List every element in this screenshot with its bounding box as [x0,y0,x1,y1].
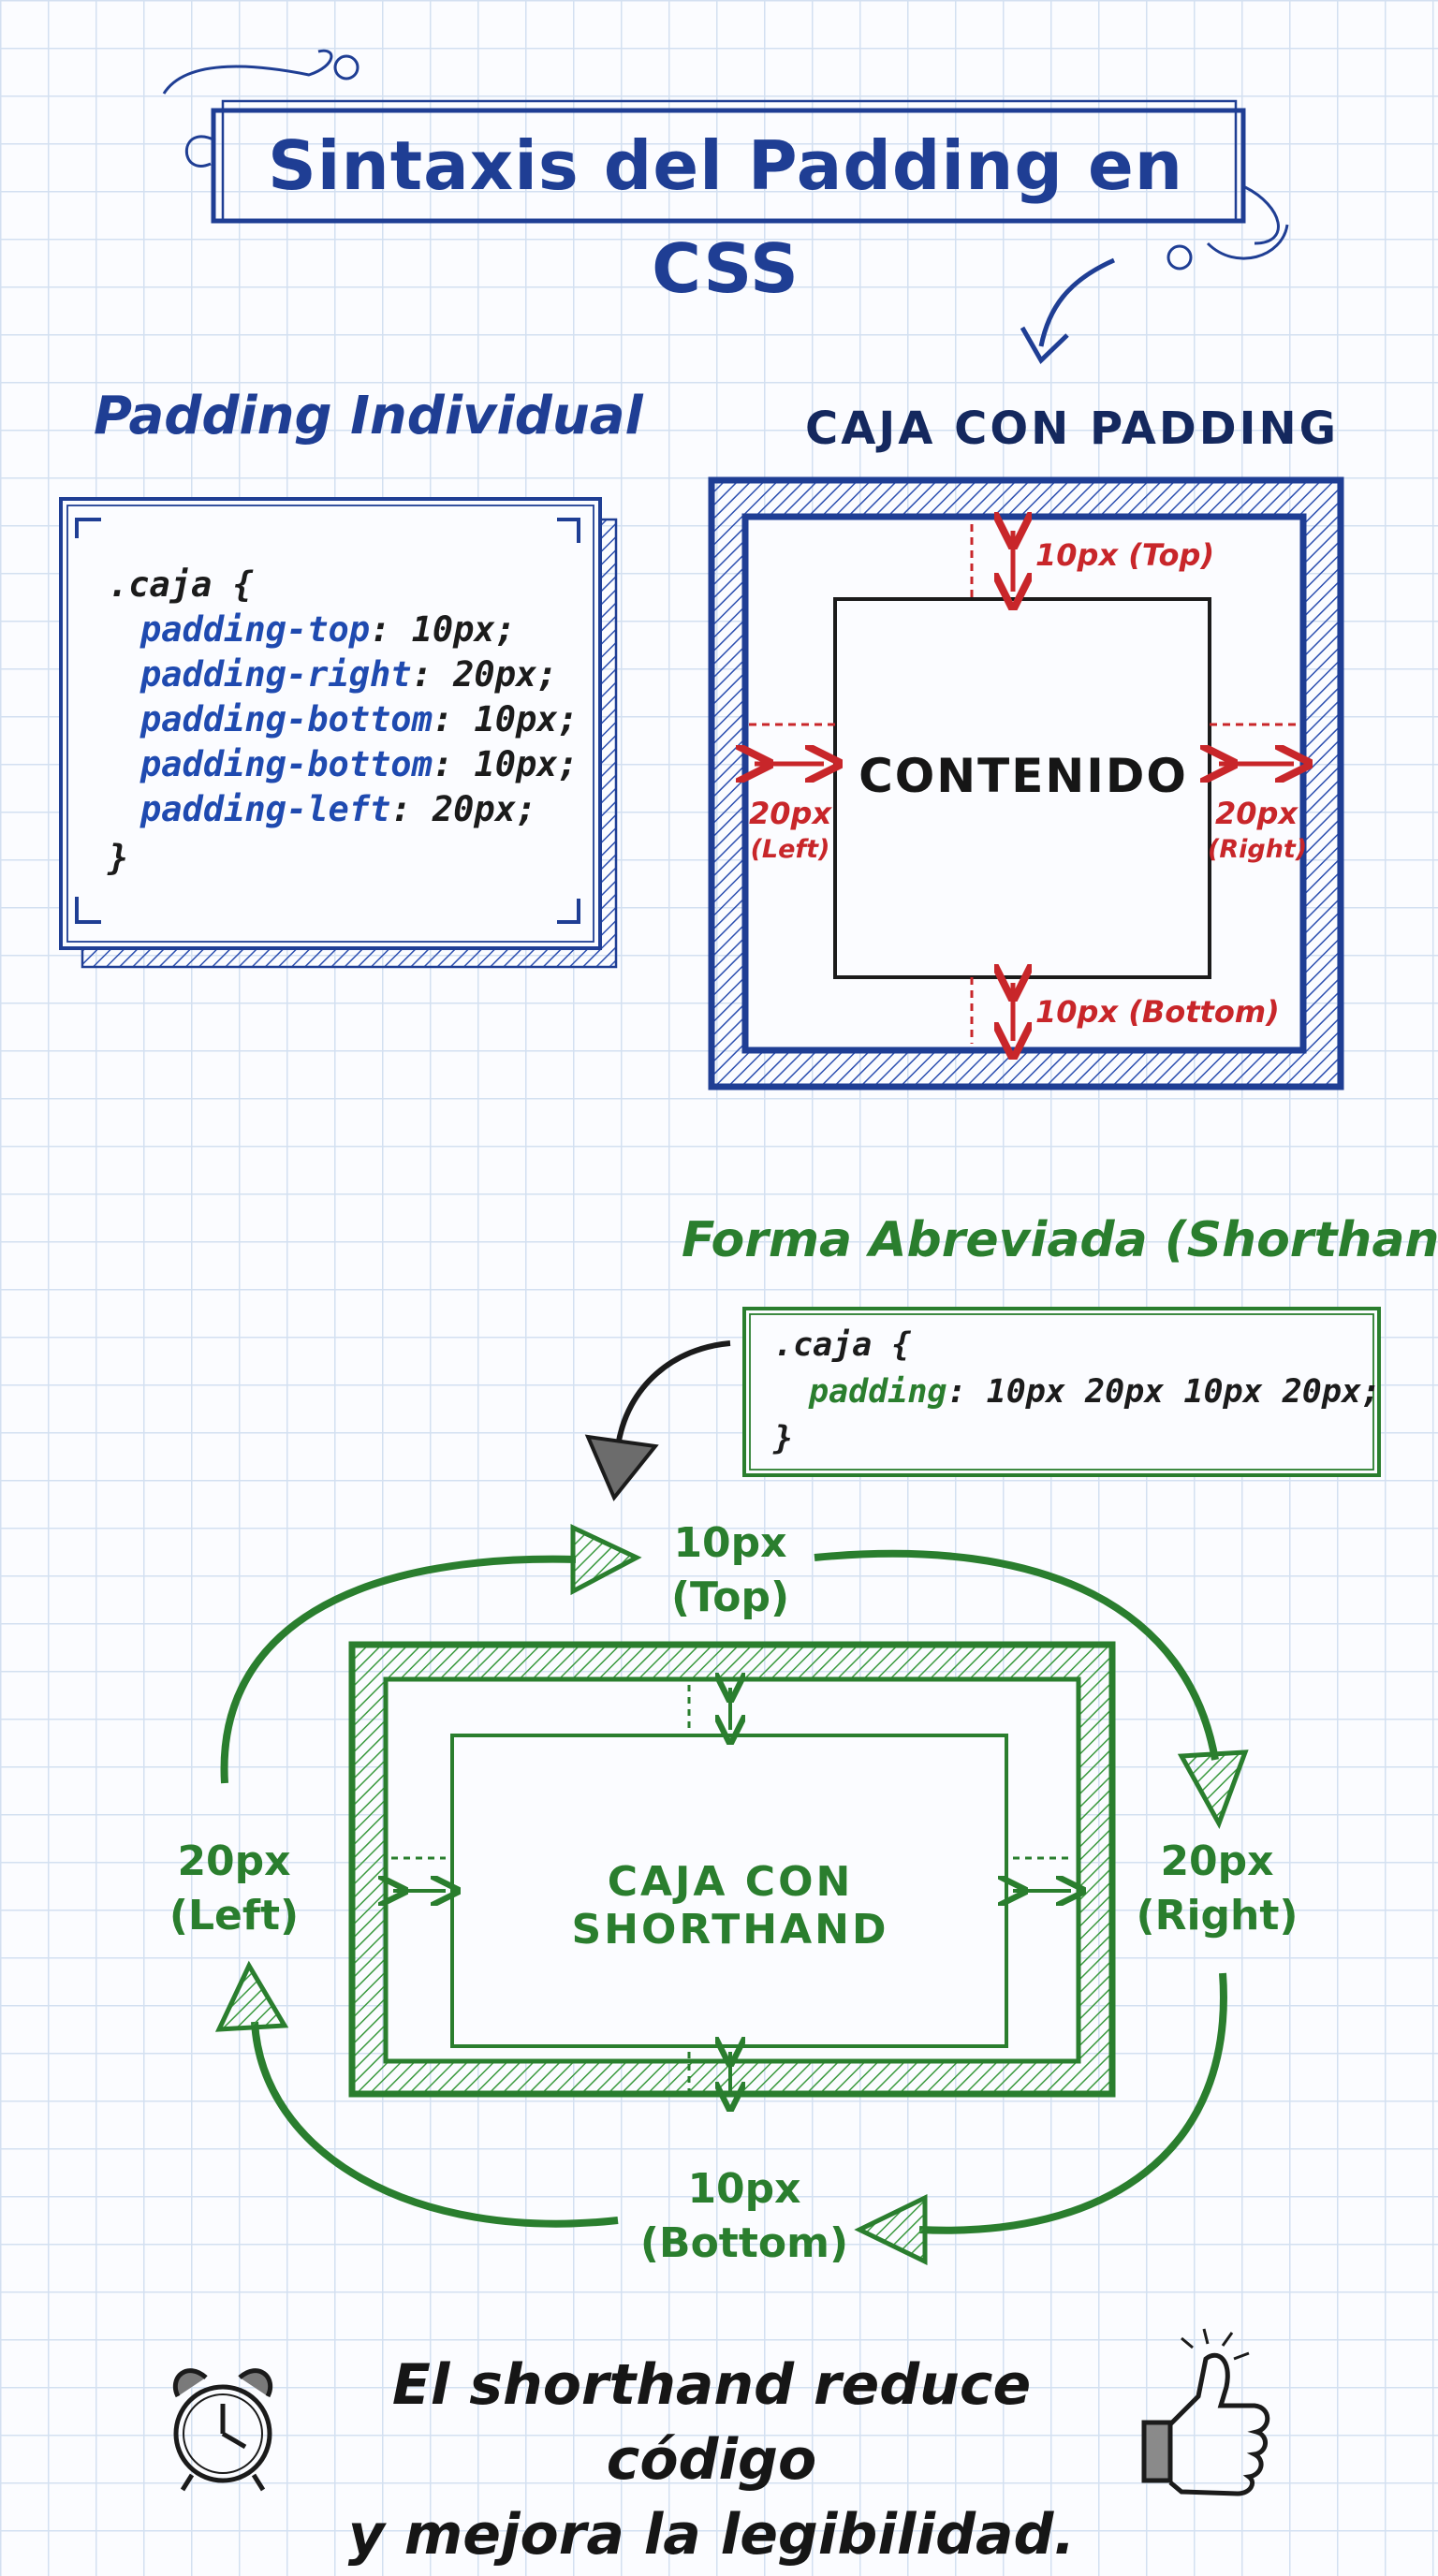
top-padding-label: 10px (Top) [1035,537,1215,573]
left-padding-value: 20px [749,796,832,831]
shorthand-box-diagram [348,1641,1116,2097]
shorthand-bottom-value: 10px [687,2165,801,2213]
footer-line-2: y mejora la legibilidad. [347,2502,1076,2568]
code-value: : 20px; [411,654,558,695]
padding-box-heading: CAJA CON PADDING [805,402,1340,455]
shorthand-top-value: 10px [673,1519,787,1567]
code-value: : 10px 20px 10px 20px; [946,1373,1382,1411]
code-prop: padding [809,1373,947,1411]
curved-arrow-icon [584,1340,731,1501]
code-line: padding-right: 20px; [140,651,558,698]
title-pointer-arrow [1020,257,1116,365]
code-prop: padding-bottom [140,699,433,739]
right-padding-side: (Right) [1208,835,1308,864]
code-open: .caja { [108,564,254,605]
individual-code-card-frame [59,497,618,969]
individual-heading: Padding Individual [94,386,643,446]
page-title: Sintaxis del Padding en CSS [267,126,1184,308]
code-prop: padding-left [140,789,391,829]
code-value: : 10px; [432,744,579,784]
content-label: CONTENIDO [858,749,1188,803]
code-line: padding-bottom: 10px; [140,696,579,743]
thumbs-up-icon [1141,2328,1270,2496]
code-line: padding-top: 10px; [140,607,516,653]
footer-note: El shorthand reduce código y mejora la l… [290,2348,1133,2572]
shorthand-box-label: CAJA CON SHORTHAND [571,1858,889,1954]
code-value: : 20px; [390,789,537,829]
clockwise-arrows [214,1524,1249,2265]
shorthand-top-side: (Top) [670,1573,790,1621]
code-line: padding-left: 20px; [140,786,536,833]
code-value: : 10px; [370,609,516,650]
padding-box-diagram [708,476,1344,1090]
shorthand-top-label: 10px (Top) [637,1516,824,1625]
code-open: .caja { [773,1326,912,1364]
shorthand-bottom-side: (Bottom) [639,2219,849,2267]
bottom-padding-label: 10px (Bottom) [1035,994,1280,1030]
code-prop: padding-top [140,609,371,650]
code-line: padding-bottom: 10px; [140,741,579,788]
title-frame [162,49,1289,271]
shorthand-right-label: 20px (Right) [1114,1835,1320,1943]
shorthand-right-side: (Right) [1136,1892,1299,1939]
right-padding-value: 20px [1214,796,1299,831]
shorthand-right-value: 20px [1160,1837,1274,1885]
code-value: : 10px; [432,699,579,739]
code-prop: padding-bottom [140,744,433,784]
code-close: } [773,1420,794,1457]
left-padding-side: (Left) [750,835,830,864]
code-line: padding: 10px 20px 10px 20px; [809,1368,1381,1415]
code-prop: padding-right [140,654,412,695]
shorthand-code-card-frame [742,1307,1381,1477]
code-close: } [108,838,129,878]
footer-line-1: El shorthand reduce código [391,2352,1032,2493]
shorthand-left-label: 20px (Left) [140,1835,328,1943]
shorthand-bottom-label: 10px (Bottom) [627,2162,861,2271]
shorthand-left-side: (Left) [169,1892,300,1939]
shorthand-left-value: 20px [177,1837,291,1885]
alarm-clock-icon [172,2368,273,2492]
shorthand-heading: Forma Abreviada (Shorthand) [682,1212,1438,1268]
